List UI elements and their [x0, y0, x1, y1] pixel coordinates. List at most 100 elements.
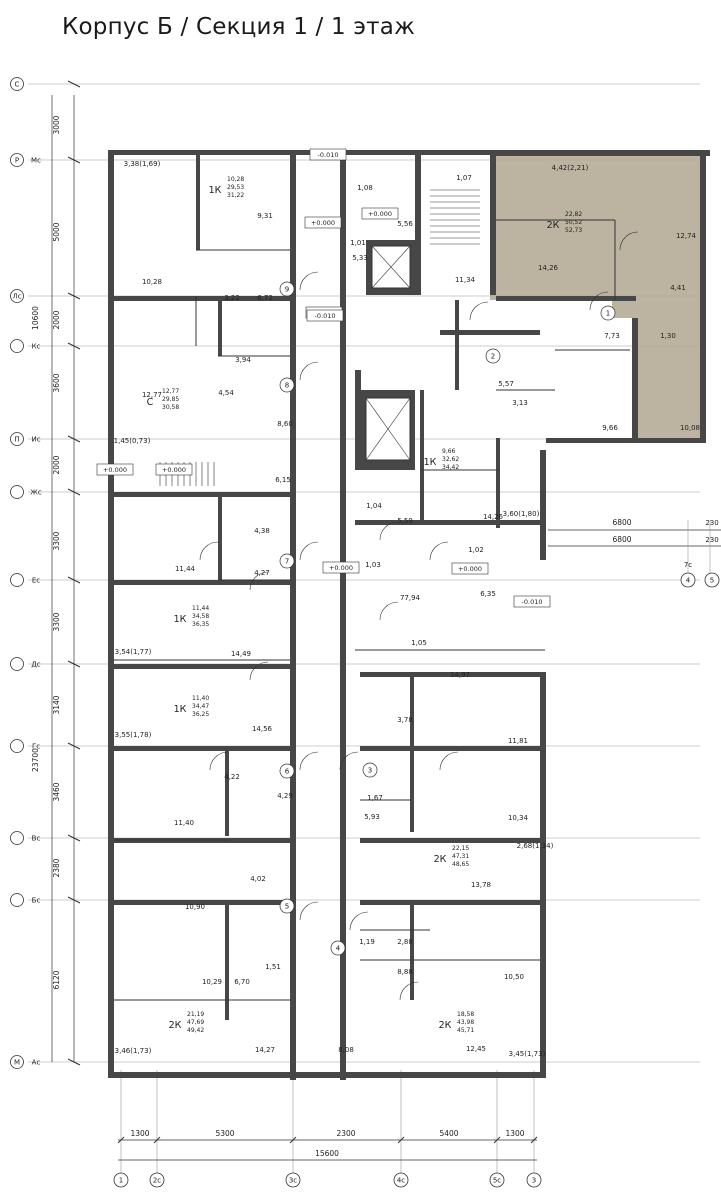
area-label: 3,38(1,69) [124, 160, 161, 168]
area-label: 3,55(1,78) [115, 731, 152, 739]
hall-number: 6 [285, 768, 290, 776]
area-label: 1,19 [359, 938, 375, 946]
axis-bubble [285, 1172, 301, 1188]
level-mark: +0.000 [329, 564, 353, 572]
axis-label: 3с [289, 1177, 297, 1185]
apartment-area: 29,53 [227, 184, 244, 191]
level-box [513, 595, 551, 608]
door-swing [209, 751, 229, 771]
wall [290, 150, 296, 1080]
axis-label: 4с [397, 1177, 405, 1185]
area-label: 12,45 [466, 1045, 486, 1053]
level-box [361, 207, 399, 220]
axis-bubble [489, 1172, 505, 1188]
apartment-area: 22,82 [565, 211, 582, 218]
dim-text: 230 [705, 536, 718, 544]
axis-label: 7с [684, 561, 692, 569]
axis-bubble [10, 1055, 24, 1069]
dim-tick [397, 1136, 405, 1144]
area-label: 10,29 [202, 978, 222, 986]
hall-number: 5 [285, 903, 289, 911]
axis-bubble [10, 77, 24, 91]
area-label: 11,81 [508, 737, 528, 745]
axis-label-b: Дс [31, 661, 40, 669]
axis-label: 3 [532, 1177, 536, 1185]
area-label: 11,44 [175, 565, 196, 573]
apartment-type: 1К [209, 185, 222, 196]
apartment-type: 2К [434, 854, 447, 865]
door-swing [379, 521, 399, 541]
wall [540, 672, 546, 1078]
door-swing [379, 601, 399, 621]
dim-text: 3600 [52, 373, 61, 392]
apartment-area: 9,66 [442, 448, 456, 455]
axis-label-a: П [14, 436, 19, 444]
door-swing [299, 361, 319, 381]
level-mark: -0.010 [315, 312, 336, 320]
dim-text: 10600 [31, 306, 40, 330]
dim-text: 3300 [52, 531, 61, 550]
wall [114, 664, 294, 669]
apartment-area: 47,69 [187, 1019, 204, 1026]
wall [108, 1072, 546, 1078]
dim-text: 1300 [505, 1129, 524, 1138]
axis-bubble [704, 572, 720, 588]
area-label: 1,04 [366, 502, 382, 510]
dim-tick [67, 576, 81, 584]
apartment-type: 2К [169, 1020, 182, 1031]
wall [114, 746, 294, 751]
area-label: 14,56 [252, 725, 273, 733]
wall [415, 150, 421, 295]
dim-text: 2000 [52, 310, 61, 329]
area-label: 11,34 [455, 276, 476, 284]
wall [440, 330, 540, 335]
area-label: 3,78 [397, 716, 413, 724]
area-label: 12,74 [676, 232, 697, 240]
area-label: 14,26 [538, 264, 559, 272]
area-label: 3,45(1,73) [509, 1050, 546, 1058]
door-swing [249, 661, 269, 681]
level-box [451, 562, 489, 575]
hall-number: 3 [368, 767, 372, 775]
wall [700, 150, 706, 440]
level-mark: +0.000 [311, 219, 335, 227]
wall [114, 296, 294, 301]
wall [410, 672, 414, 832]
area-label: 10,50 [504, 973, 524, 981]
door-swing [299, 751, 319, 771]
dim-text: 6800 [612, 518, 631, 527]
dim-text: 2000 [52, 455, 61, 474]
apartment-area: 12,77 [162, 388, 179, 395]
hall-number: 8 [285, 382, 289, 390]
apartment-area: 10,28 [227, 176, 244, 183]
axis-label-a: С [15, 81, 20, 89]
dim-text: 2300 [336, 1129, 355, 1138]
wall [632, 318, 638, 443]
axis-label-b: Ис [31, 436, 40, 444]
wall [496, 296, 636, 301]
dim-text: 15600 [315, 1149, 339, 1158]
axis-label: 1 [119, 1177, 123, 1185]
hall-number-bubble [279, 553, 295, 569]
wall [114, 900, 294, 905]
area-label: 14,49 [231, 650, 251, 658]
axis-bubble [10, 831, 24, 845]
apartment-area: 45,71 [457, 1027, 474, 1034]
area-label: 1,07 [456, 174, 472, 182]
area-label: 8,08 [338, 1046, 354, 1054]
dim-tick [67, 742, 81, 750]
dim-text: 23700 [31, 748, 40, 772]
area-label: 3,94 [235, 356, 251, 364]
area-label: 10,28 [142, 278, 162, 286]
dim-tick [67, 435, 81, 443]
wall [196, 150, 200, 250]
dim-tick [530, 1136, 538, 1144]
dim-text: 1300 [130, 1129, 149, 1138]
area-label: 6,70 [234, 978, 250, 986]
plan-labels: 1К10,2829,5331,222К22,8250,5252,73С12,77… [96, 148, 700, 1058]
dim-text: 5300 [215, 1129, 234, 1138]
wall [340, 150, 346, 1080]
door-swing [339, 751, 359, 771]
apartment-area: 29,85 [162, 396, 179, 403]
area-label: 8,60 [277, 420, 293, 428]
